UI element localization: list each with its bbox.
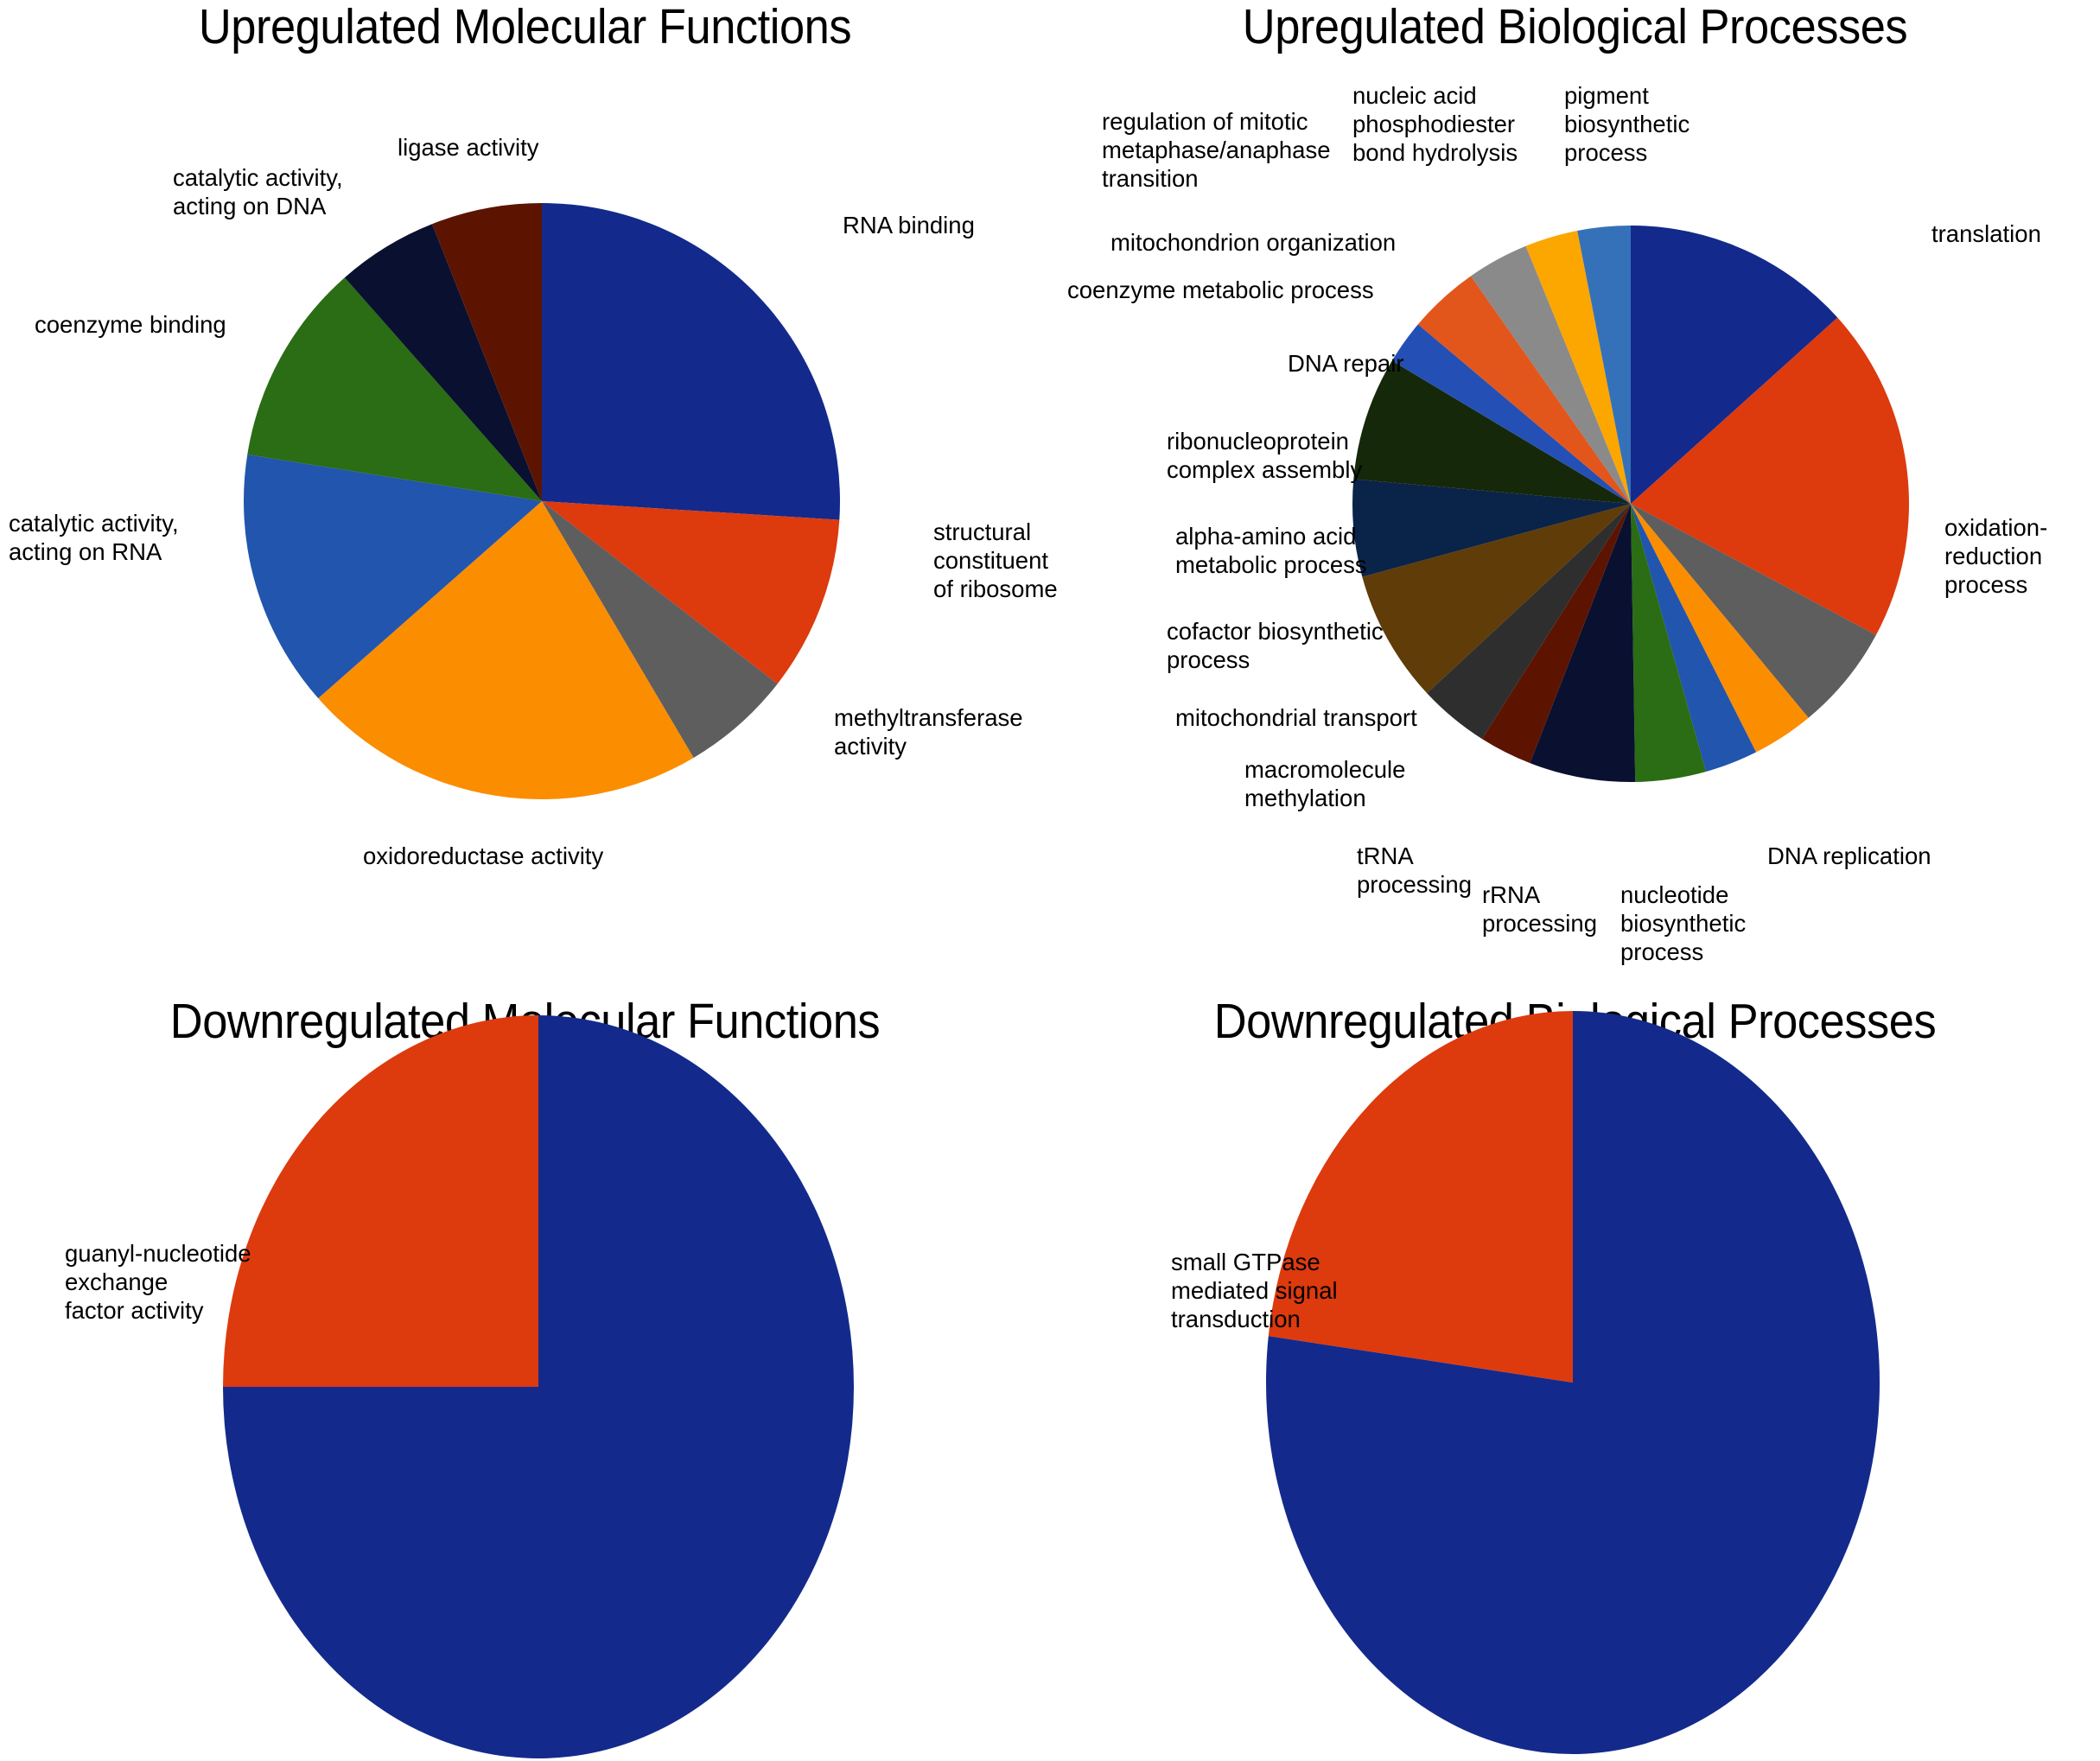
pie-slice[interactable]	[1362, 504, 1631, 694]
pie-slice-label: translation	[1931, 220, 2041, 247]
pie-slice[interactable]	[1530, 504, 1636, 783]
pie-slice[interactable]	[1266, 1011, 1880, 1754]
pie-chart-mf-down: DNA-bindingtranscriptionfactor activityg…	[65, 1015, 854, 1758]
pie-slice-label: oxidoreductase activity	[363, 842, 603, 869]
pie-slice[interactable]	[542, 501, 778, 758]
pie-slice-label: mitochondrial transport	[1175, 704, 1417, 731]
panel-upregulated-molecular-functions: Upregulated Molecular Functions RNA bind…	[0, 0, 1058, 955]
pie-slice[interactable]	[1391, 324, 1631, 504]
pie-slice[interactable]	[1631, 504, 1876, 718]
pie-slice[interactable]	[1417, 276, 1631, 504]
pie-slice[interactable]	[1631, 504, 1707, 782]
pie-slice[interactable]	[542, 501, 840, 684]
chart-title-bp-up: Upregulated Biological Processes	[1242, 0, 1908, 54]
pie-slice-label: catalytic activity,acting on RNA	[9, 510, 179, 565]
pie-slice[interactable]	[1631, 504, 1757, 772]
pie-slice[interactable]	[1352, 479, 1631, 577]
pie-slice[interactable]	[344, 224, 542, 501]
panel-upregulated-biological-processes: Upregulated Biological Processes transla…	[1050, 0, 2100, 965]
panel-downregulated-molecular-functions: Downregulated Molecular Functions DNA-bi…	[0, 955, 1050, 1761]
chart-title-mf-up: Upregulated Molecular Functions	[198, 0, 852, 54]
pie-chart-bp-down: regulation oftranscription,DNA-templated…	[1171, 1011, 1880, 1754]
pie-slice[interactable]	[1481, 504, 1631, 764]
pie-slice[interactable]	[1631, 226, 1838, 504]
pie-slice[interactable]	[1577, 226, 1631, 504]
pie-slice-label: DNA repair	[1288, 350, 1404, 377]
pie-slice[interactable]	[1353, 360, 1631, 504]
pie-slice-label: catalytic activity,acting on DNA	[173, 164, 343, 219]
pie-slice[interactable]	[542, 203, 841, 520]
pie-slice-label: mitochondrion organization	[1110, 229, 1396, 256]
pie-slice-label: coenzyme binding	[35, 311, 226, 338]
pie-slice-label: DNA replication	[1767, 842, 1931, 869]
pie-slice[interactable]	[247, 277, 542, 501]
pie-slice-label: ligase activity	[398, 134, 539, 161]
panel-downregulated-biological-processes: Downregulated Biological Processes regul…	[1050, 955, 2100, 1761]
pie-slice[interactable]	[1268, 1011, 1573, 1383]
pie-slice[interactable]	[1427, 504, 1631, 740]
pie-slice[interactable]	[223, 1015, 538, 1387]
pie-slice[interactable]	[244, 455, 542, 699]
pie-slice-label: RNA binding	[843, 212, 975, 238]
pie-slice[interactable]	[432, 203, 542, 501]
pie-slice[interactable]	[1631, 504, 1809, 753]
pie-slice[interactable]	[1525, 231, 1631, 504]
pie-slice[interactable]	[318, 501, 694, 800]
pie-slice-label: coenzyme metabolic process	[1067, 277, 1374, 303]
pie-slice[interactable]	[1470, 245, 1631, 504]
pie-slice[interactable]	[1631, 317, 1909, 635]
